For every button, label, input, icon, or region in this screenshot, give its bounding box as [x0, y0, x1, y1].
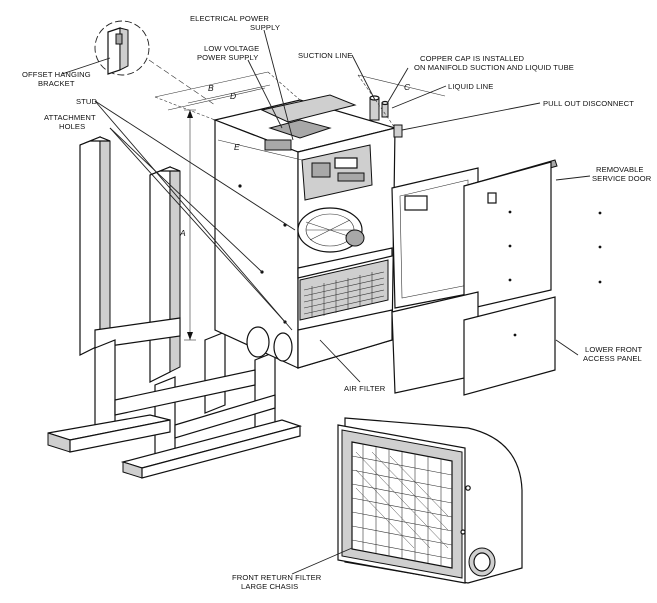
dimension-b-label: B — [208, 83, 214, 93]
front-return-filter-label-2: LARGE CHASIS — [241, 582, 298, 591]
suction-line-label: SUCTION LINE — [298, 51, 352, 60]
dimension-labels: B D C E A — [179, 82, 411, 238]
removable-service-door-label-2: SERVICE DOOR — [592, 174, 652, 183]
attachment-holes-label-1: ATTACHMENT — [44, 113, 96, 122]
electrical-power-supply-label-2: SUPPLY — [250, 23, 280, 32]
liquid-line-label: LIQUID LINE — [448, 82, 493, 91]
leader-lines — [61, 29, 591, 575]
callout-labels: OFFSET HANGING BRACKET STUD ATTACHMENT H… — [22, 14, 652, 591]
pull-out-disconnect-label: PULL OUT DISCONNECT — [543, 99, 634, 108]
air-handler-cabinet — [212, 94, 403, 369]
dimension-c-label: C — [404, 82, 411, 92]
dimension-a-label: A — [179, 228, 186, 238]
attachment-holes-label-2: HOLES — [59, 122, 85, 131]
dimension-d-label: D — [230, 91, 236, 101]
front-return-filter-label-1: FRONT RETURN FILTER — [232, 573, 322, 582]
electrical-power-supply-label-1: ELECTRICAL POWER — [190, 14, 269, 23]
dimension-e-label: E — [234, 142, 240, 152]
front-return-filter-chassis — [337, 417, 523, 584]
copper-cap-label-2: ON MANIFOLD SUCTION AND LIQUID TUBE — [414, 63, 574, 72]
offset-hanging-bracket-label-2: BRACKET — [38, 79, 75, 88]
lower-front-access-label-1: LOWER FRONT — [585, 345, 642, 354]
hanging-bracket-detail — [94, 20, 216, 106]
low-voltage-label-1: LOW VOLTAGE — [204, 44, 259, 53]
removable-service-door-label-1: REMOVABLE — [596, 165, 644, 174]
lower-front-access-label-2: ACCESS PANEL — [583, 354, 642, 363]
lower-front-access-panel — [463, 296, 556, 396]
stud-label: STUD — [76, 97, 97, 106]
offset-hanging-bracket-label-1: OFFSET HANGING — [22, 70, 91, 79]
air-filter-label: AIR FILTER — [344, 384, 386, 393]
stud-frame — [47, 136, 303, 479]
low-voltage-label-2: POWER SUPPLY — [197, 53, 258, 62]
dimension-lines — [154, 71, 446, 341]
removable-service-door — [463, 159, 602, 311]
copper-cap-label-1: COPPER CAP IS INSTALLED — [420, 54, 525, 63]
